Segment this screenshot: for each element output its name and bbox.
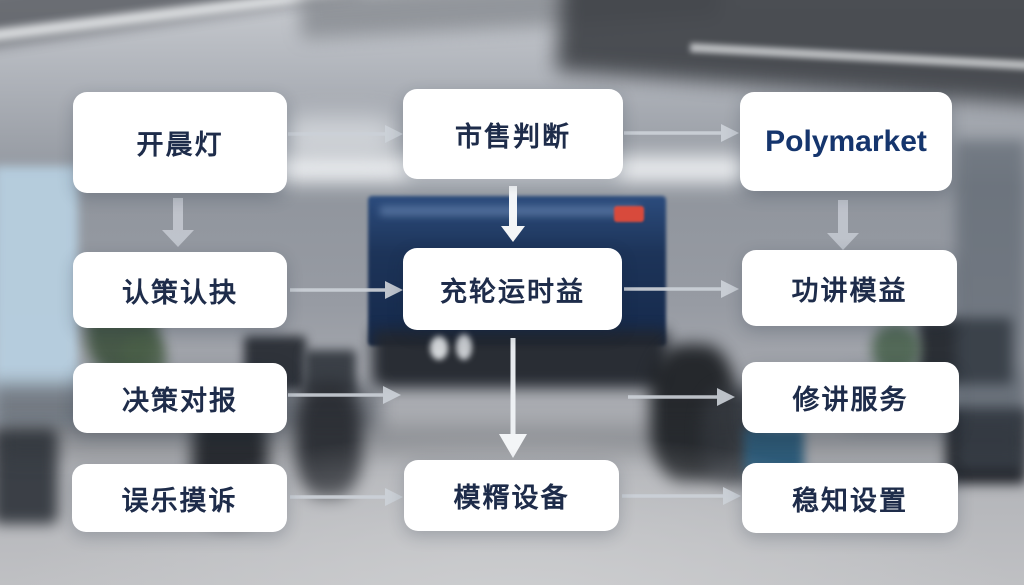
arrow-row4-mid-to-right bbox=[622, 487, 741, 505]
node-label: 误乐摸诉 bbox=[121, 485, 238, 516]
bg-vase-left bbox=[430, 336, 448, 360]
node-row3-left: 决策对报 bbox=[73, 363, 287, 433]
arrow-row2-mid-to-right bbox=[624, 280, 739, 298]
arrow-head bbox=[385, 125, 403, 143]
node-row3-right: 修讲服务 bbox=[742, 362, 959, 433]
node-label: 认策认抉 bbox=[122, 277, 238, 308]
node-row2-left: 认策认抉 bbox=[73, 252, 287, 328]
node-label: Polymarket bbox=[765, 124, 927, 158]
arrow-row4-left-to-mid bbox=[290, 488, 403, 506]
arrow-head bbox=[383, 386, 401, 404]
node-label: 充轮运时益 bbox=[440, 276, 585, 307]
node-label: 修讲服务 bbox=[792, 385, 909, 415]
node-label: 模糈设备 bbox=[453, 483, 570, 513]
arrow-row1-mid-to-right bbox=[624, 124, 739, 142]
bg-console-desk bbox=[372, 330, 668, 388]
arrow-head bbox=[717, 388, 735, 406]
arrow-head bbox=[385, 281, 403, 299]
node-label: 稳知设置 bbox=[792, 485, 908, 516]
block-arrow bbox=[827, 200, 859, 250]
bg-vase-right bbox=[456, 334, 472, 360]
arrow-row3-center-to-right bbox=[628, 388, 735, 406]
bg-display-red-logo bbox=[614, 206, 644, 222]
node-row4-left: 误乐摸诉 bbox=[72, 464, 287, 532]
bg-window bbox=[0, 166, 78, 422]
bg-glass-partition bbox=[956, 140, 1024, 470]
arrow-head bbox=[385, 488, 403, 506]
arrow-head bbox=[721, 280, 739, 298]
node-row2-mid: 充轮运时益 bbox=[403, 248, 622, 330]
arrow-head bbox=[723, 487, 741, 505]
node-row4-right: 稳知设置 bbox=[742, 463, 958, 533]
node-label: 功讲模益 bbox=[791, 275, 908, 306]
node-market-judgment: 市售判断 bbox=[403, 89, 623, 179]
node-row4-mid: 模糈设备 bbox=[404, 460, 619, 531]
arrow-row2-left-to-mid bbox=[290, 281, 403, 299]
arrow-long-white-down-center bbox=[499, 338, 527, 458]
block-arrow bbox=[162, 198, 194, 247]
node-polymarket: Polymarket bbox=[740, 92, 952, 191]
node-label: 决策对报 bbox=[122, 385, 238, 416]
arrow-down-left-column bbox=[162, 198, 194, 247]
arrow-down-right-column bbox=[827, 200, 859, 250]
node-morning-light: 开晨灯 bbox=[73, 92, 287, 193]
node-row2-right: 功讲模益 bbox=[742, 250, 957, 326]
arrow-head bbox=[721, 124, 739, 142]
arrow-row3-left-to-center bbox=[288, 386, 401, 404]
bg-light-bloom bbox=[283, 116, 398, 158]
arrow-head bbox=[499, 434, 527, 458]
node-label: 市售判断 bbox=[455, 121, 571, 152]
node-label: 开晨灯 bbox=[136, 130, 224, 160]
block-arrow bbox=[501, 186, 525, 242]
arrow-row1-left-to-mid bbox=[288, 125, 403, 143]
arrow-down-mid-column-white bbox=[501, 186, 525, 242]
